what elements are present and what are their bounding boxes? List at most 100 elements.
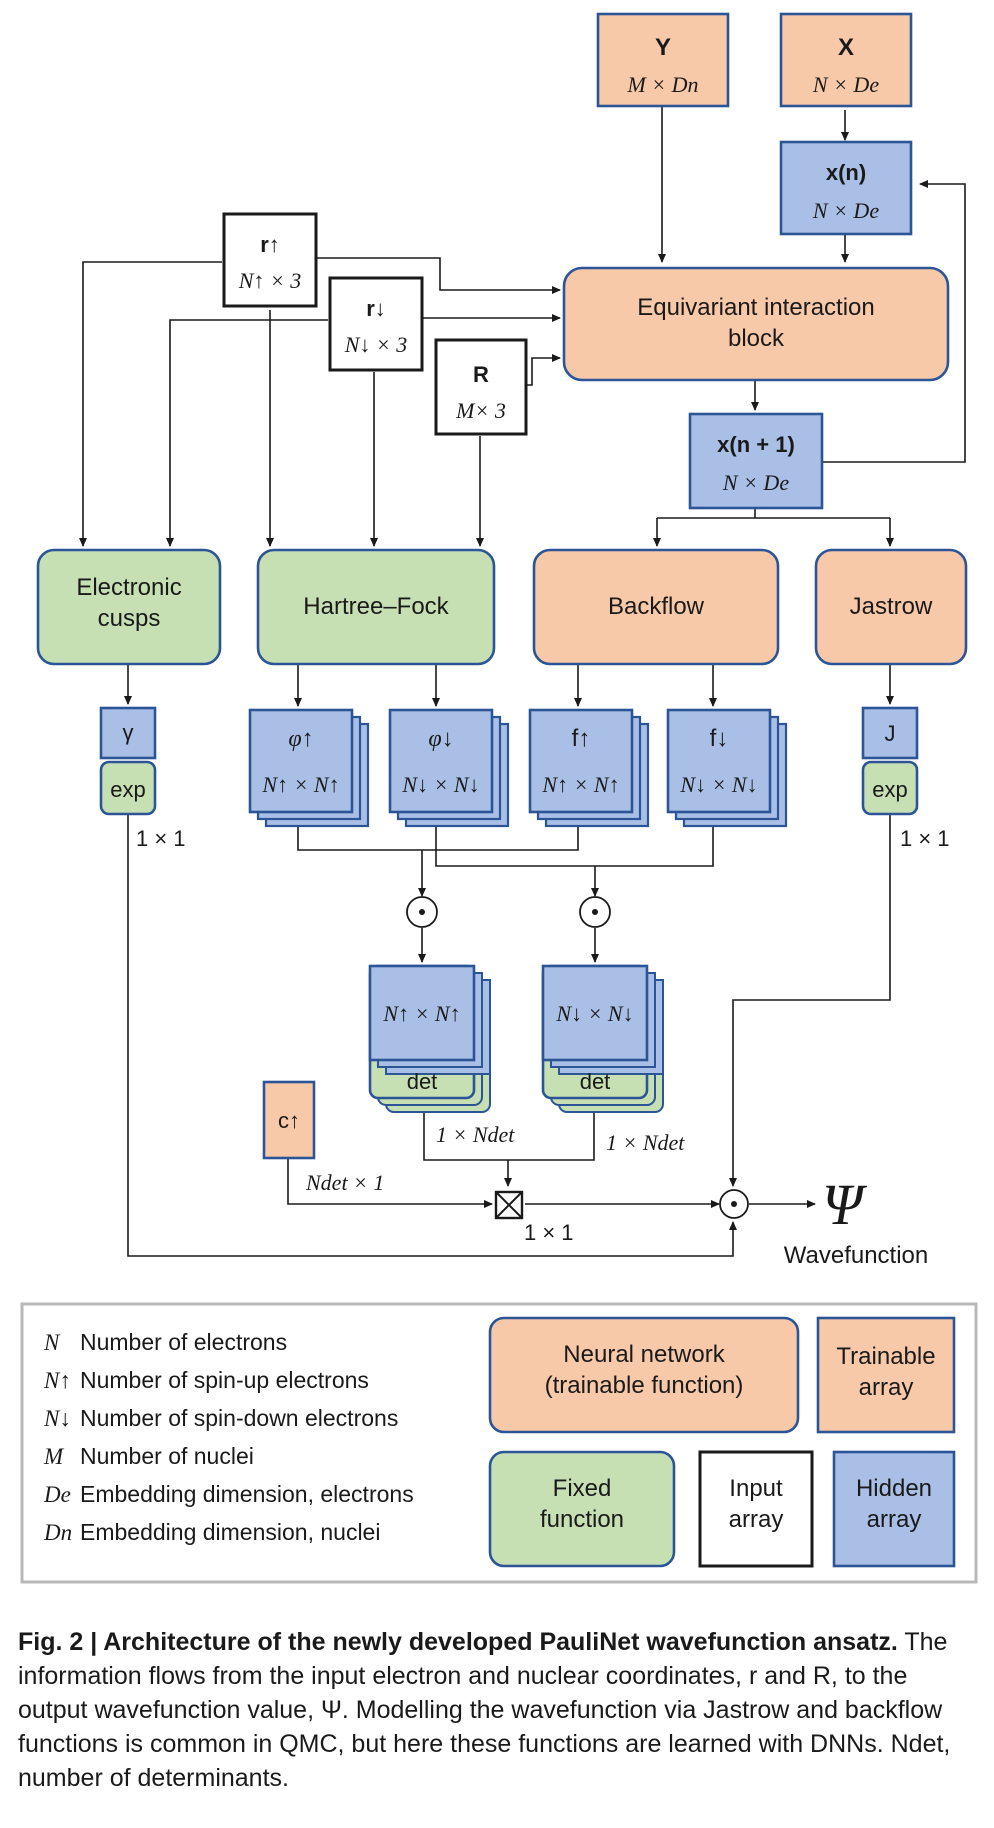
input-r-up-box: r↑ N↑ × 3	[222, 212, 318, 308]
legend-desc-3: Number of nuclei	[80, 1443, 254, 1469]
backflow-label: Backflow	[608, 593, 705, 620]
phi-up-stack: φ↑ N↑ × N↑	[248, 708, 370, 828]
legend-panel: N Number of electrons N↑ Number of spin-…	[20, 1302, 978, 1584]
input-R-box: R M× 3	[434, 338, 528, 436]
legend-input-line2: array	[729, 1506, 784, 1533]
hartree-fock-block: Hartree–Fock	[256, 548, 496, 666]
jastrow-label: Jastrow	[850, 593, 933, 620]
ndet-down-label: 1 × Ndet	[606, 1130, 685, 1155]
legend-nn-line2: (trainable function)	[545, 1372, 744, 1399]
backflow-block: Backflow	[532, 548, 780, 666]
equivariant-label-2: block	[728, 325, 785, 352]
hidden-x-n-name: x(n)	[826, 160, 866, 185]
phi-down-dim: N↓ × N↓	[401, 772, 479, 797]
elementwise-product-down-icon	[579, 896, 611, 928]
f-down-name: f↓	[710, 725, 729, 752]
det-up-dim: N↑ × N↑	[382, 1001, 460, 1026]
phi-down-stack: φ↓ N↓ × N↓	[388, 708, 510, 828]
f-up-stack: f↑ N↑ × N↑	[528, 708, 650, 828]
input-r-down-dim: N↓ × 3	[344, 332, 408, 357]
legend-desc-0: Number of electrons	[80, 1329, 287, 1355]
legend-hidden-array: Hidden array	[832, 1450, 956, 1568]
input-X-box: X N × De	[779, 12, 913, 108]
hidden-x-n-box: x(n) N × De	[779, 140, 913, 236]
legend-fixed-line2: function	[540, 1506, 624, 1533]
J-label: J	[885, 721, 896, 746]
pauli-net-architecture-diagram: Y M × Dn X N × De x(n) N × De r↑ N↑ × 3 …	[20, 12, 978, 1584]
legend-symbols: N Number of electrons N↑ Number of spin-…	[43, 1329, 414, 1545]
cusps-label-2: cusps	[98, 605, 161, 632]
input-R-name: R	[473, 362, 489, 387]
elementwise-product-up-icon	[406, 896, 438, 928]
det-up-label: det	[407, 1069, 438, 1094]
connectors	[79, 92, 966, 1257]
gamma-label: γ	[123, 720, 134, 745]
legend-desc-5: Embedding dimension, nuclei	[80, 1519, 380, 1545]
wavefunction-label: Wavefunction	[784, 1242, 929, 1269]
hidden-x-n1-dim: N × De	[722, 470, 789, 495]
legend-fixed-function: Fixed function	[488, 1450, 676, 1568]
input-Y-name: Y	[655, 34, 671, 61]
input-r-up-dim: N↑ × 3	[238, 268, 302, 293]
c-up-label: c↑	[278, 1108, 300, 1133]
legend-sym-4: De	[43, 1482, 71, 1507]
boxed-product-icon	[494, 1190, 524, 1220]
hidden-x-n-dim: N × De	[812, 198, 879, 223]
one-by-one-left: 1 × 1	[136, 826, 186, 851]
f-down-dim: N↓ × N↓	[679, 772, 757, 797]
final-product-icon	[719, 1189, 749, 1219]
legend-hidden-line2: array	[867, 1506, 922, 1533]
exp-left-label: exp	[110, 777, 145, 802]
f-up-name: f↑	[572, 725, 591, 752]
legend-desc-2: Number of spin-down electrons	[80, 1405, 398, 1431]
legend-neural-network: Neural network (trainable function)	[488, 1316, 800, 1434]
legend-input-array: Input array	[698, 1450, 814, 1568]
figure-caption: Fig. 2 | Architecture of the newly devel…	[18, 1625, 978, 1795]
legend-trainable-line1: Trainable	[836, 1343, 935, 1370]
legend-trainable-line2: array	[859, 1374, 914, 1401]
c-up-box: c↑	[262, 1080, 316, 1160]
electronic-cusps-block: Electronic cusps	[36, 548, 222, 666]
exp-right-label: exp	[872, 777, 907, 802]
legend-input-line1: Input	[729, 1475, 783, 1502]
det-down-stack: N↓ × N↓ det	[541, 964, 664, 1113]
psi-symbol: Ψ	[822, 1172, 868, 1237]
legend-sym-1: N↑	[43, 1368, 71, 1393]
legend-sym-5: Dn	[43, 1520, 72, 1545]
ndet-up-label: 1 × Ndet	[436, 1122, 515, 1147]
exp-right-box: exp	[861, 760, 919, 816]
product-out-label: 1 × 1	[524, 1220, 574, 1245]
legend-sym-0: N	[43, 1330, 61, 1355]
det-down-dim: N↓ × N↓	[555, 1001, 633, 1026]
input-Y-box: Y M × Dn	[596, 12, 730, 108]
cusps-label-1: Electronic	[76, 574, 181, 601]
input-X-name: X	[838, 34, 854, 61]
hidden-x-n1-name: x(n + 1)	[717, 432, 795, 457]
ndet-col-label: Ndet × 1	[305, 1170, 384, 1195]
legend-nn-line1: Neural network	[563, 1341, 725, 1368]
phi-up-dim: N↑ × N↑	[261, 772, 339, 797]
legend-sym-3: M	[43, 1444, 65, 1469]
input-R-dim: M× 3	[455, 398, 506, 423]
caption-figure-title: Fig. 2 | Architecture of the newly devel…	[18, 1628, 898, 1656]
legend-desc-4: Embedding dimension, electrons	[80, 1481, 414, 1507]
phi-down-name: φ↓	[428, 726, 453, 752]
jastrow-block: Jastrow	[814, 548, 968, 666]
input-Y-dim: M × Dn	[626, 72, 698, 97]
f-up-dim: N↑ × N↑	[541, 772, 619, 797]
input-r-down-name: r↓	[366, 296, 386, 321]
det-down-label: det	[580, 1069, 611, 1094]
hartree-fock-label: Hartree–Fock	[303, 593, 449, 620]
input-r-down-box: r↓ N↓ × 3	[328, 276, 424, 372]
input-r-up-name: r↑	[260, 232, 280, 257]
equivariant-interaction-block: Equivariant interaction block	[562, 266, 950, 382]
one-by-one-right: 1 × 1	[900, 826, 950, 851]
phi-up-name: φ↑	[288, 726, 313, 752]
legend-sym-2: N↓	[43, 1406, 71, 1431]
gamma-box: γ	[99, 706, 157, 760]
det-up-stack: N↑ × N↑ det	[368, 964, 491, 1113]
caption-text: The information flows from the input ele…	[18, 1628, 951, 1792]
legend-hidden-line1: Hidden	[856, 1475, 932, 1502]
legend-desc-1: Number of spin-up electrons	[80, 1367, 369, 1393]
f-down-stack: f↓ N↓ × N↓	[666, 708, 788, 828]
